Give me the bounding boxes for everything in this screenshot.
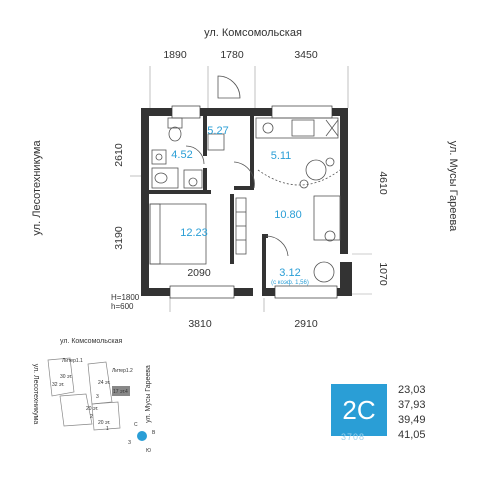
area-value-1: 23,03 <box>398 384 426 396</box>
windows <box>169 105 338 299</box>
map-label-3: 3 <box>96 394 99 400</box>
apartment-areas-list: 23,03 37,93 39,49 41,05 <box>398 383 426 443</box>
map-label-20a: 20 эт. <box>86 406 99 412</box>
map-street-top: ул. Комсомольская <box>60 338 122 345</box>
dimension-top-1: 1890 <box>163 49 187 61</box>
map-label-17: 17 эт. <box>113 389 126 395</box>
area-value-2: 37,93 <box>398 399 426 411</box>
door-arcs <box>185 75 289 257</box>
dimension-left-1: 2610 <box>113 143 125 167</box>
kitchen-fixtures <box>255 117 341 283</box>
bedroom-furniture <box>149 133 247 265</box>
room-area-6: 3.12 <box>279 267 300 279</box>
dimension-right-1: 4610 <box>377 171 389 195</box>
compass-north: С <box>134 422 138 428</box>
room-area-2: 4.52 <box>171 149 192 161</box>
dimension-right-2: 1070 <box>377 262 389 286</box>
walls <box>141 108 352 296</box>
room-area-5: 12.23 <box>180 227 208 239</box>
dimension-guides <box>130 66 372 312</box>
area-value-3: 39,49 <box>398 414 426 426</box>
compass-south: Ю <box>146 448 151 454</box>
dimension-top-2: 1780 <box>220 49 244 61</box>
map-street-right: ул. Мусы Гареева <box>145 365 152 423</box>
dimension-top-3: 3450 <box>294 49 318 61</box>
compass-icon <box>137 431 147 441</box>
street-right-label: ул. Мусы Гареева <box>447 141 459 232</box>
map-highlight-building <box>112 386 130 396</box>
map-label-4: 4 <box>125 389 128 395</box>
map-label-2: 2 <box>90 414 93 420</box>
site-map: ул. Комсомольская ул. Лесотехникума ул. … <box>32 338 156 454</box>
map-label-30: 30 эт. <box>60 374 73 380</box>
compass-east: В <box>152 430 156 436</box>
dimension-bottom-1: 3810 <box>188 318 212 330</box>
apartment-type-badge: 2С <box>331 384 387 436</box>
dimension-inner: 2090 <box>187 267 211 279</box>
badge-watermark: 3708 <box>341 432 366 442</box>
bathroom-fixtures <box>151 117 203 189</box>
room-area-1: 5.27 <box>207 125 228 137</box>
dimension-bottom-2: 2910 <box>294 318 318 330</box>
map-label-1: 1 <box>106 426 109 432</box>
window-note-height: H=1800 <box>111 293 140 302</box>
map-label-24: 24 эт. <box>98 380 111 386</box>
street-left-label: ул. Лесотехникума <box>31 140 43 236</box>
room-area-4: 10.80 <box>274 209 302 221</box>
map-label-liter-1-1: Литер1.1 <box>62 358 83 364</box>
street-top-label: ул. Комсомольская <box>204 27 302 39</box>
compass-west: З <box>128 440 131 446</box>
room-area-3: 5.11 <box>271 150 292 162</box>
dimension-left-2: 3190 <box>113 226 125 250</box>
map-label-32: 32 эт. <box>52 382 65 388</box>
map-label-20b: 20 эт. <box>98 420 111 426</box>
map-street-left: ул. Лесотехникума <box>32 364 39 425</box>
map-label-liter-1-2: Литер1.2 <box>112 368 133 374</box>
window-note-sill: h=600 <box>111 302 134 311</box>
room-area-6-note: (с коэф. 1,56) <box>271 280 309 286</box>
area-value-4: 41,05 <box>398 429 426 441</box>
